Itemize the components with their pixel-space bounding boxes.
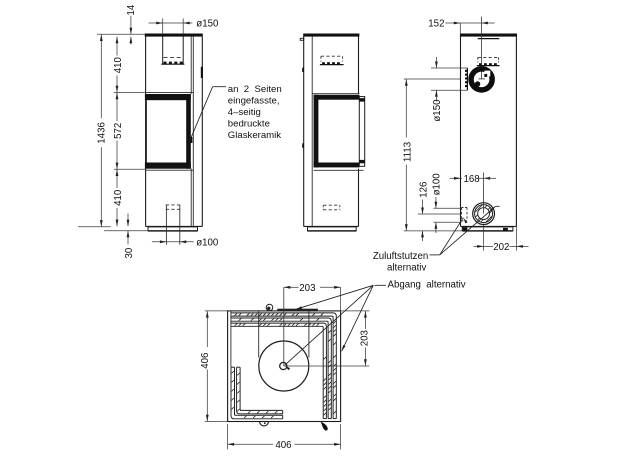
svg-text:1436: 1436 bbox=[96, 122, 107, 144]
svg-text:126: 126 bbox=[418, 182, 429, 198]
svg-text:1113: 1113 bbox=[402, 142, 413, 162]
svg-text:Glaskeramik: Glaskeramik bbox=[228, 130, 282, 141]
svg-text:Abgang alternativ: Abgang alternativ bbox=[388, 280, 466, 291]
svg-text:an 2 Seiten: an 2 Seiten bbox=[228, 84, 282, 95]
svg-text:ø150: ø150 bbox=[196, 19, 219, 30]
svg-text:30: 30 bbox=[124, 247, 135, 258]
svg-text:168: 168 bbox=[464, 174, 480, 185]
svg-text:410: 410 bbox=[113, 189, 124, 206]
svg-text:4–seitig: 4–seitig bbox=[228, 107, 261, 118]
svg-text:bedruckte: bedruckte bbox=[228, 119, 270, 130]
svg-text:ø100: ø100 bbox=[432, 173, 443, 196]
svg-text:ø100: ø100 bbox=[196, 237, 219, 248]
svg-text:152: 152 bbox=[428, 18, 444, 29]
svg-text:572: 572 bbox=[113, 123, 124, 139]
svg-text:Zuluftstutzen: Zuluftstutzen bbox=[373, 251, 428, 262]
svg-text:203: 203 bbox=[299, 283, 315, 294]
svg-text:410: 410 bbox=[113, 57, 124, 74]
svg-text:ø150: ø150 bbox=[432, 99, 443, 122]
svg-text:eingefasste,: eingefasste, bbox=[228, 96, 280, 107]
svg-text:14: 14 bbox=[126, 4, 137, 15]
svg-text:202: 202 bbox=[493, 242, 509, 253]
svg-text:406: 406 bbox=[275, 440, 291, 451]
svg-text:alternativ: alternativ bbox=[387, 262, 426, 273]
svg-text:406: 406 bbox=[200, 353, 211, 369]
svg-text:203: 203 bbox=[360, 330, 371, 346]
